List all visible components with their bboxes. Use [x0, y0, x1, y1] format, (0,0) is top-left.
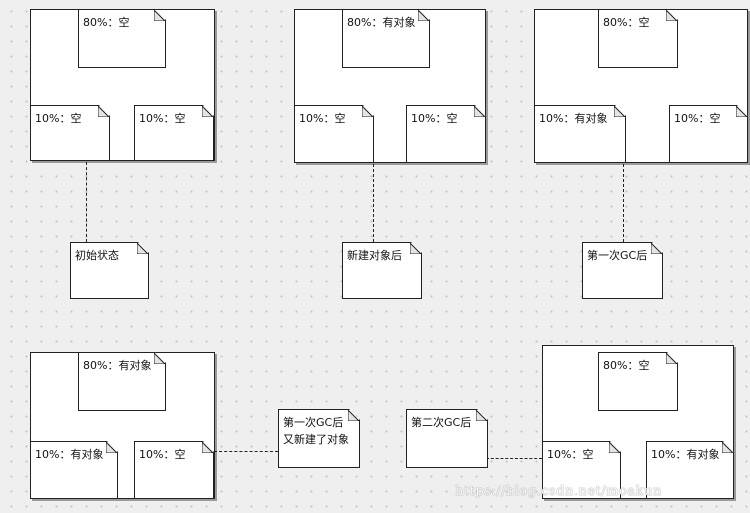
connector-3	[623, 164, 624, 242]
connector-4	[214, 451, 278, 452]
note-fold-corner	[651, 243, 662, 254]
note-fold-corner	[137, 243, 148, 254]
to-survivor-note-3: 10%：空	[669, 105, 748, 163]
eden-note-5: 80%：空	[598, 352, 678, 411]
from-survivor-note-2: 10%：空	[294, 105, 374, 163]
note-fold-corner	[476, 410, 487, 421]
to-survivor-note-4: 10%：空	[134, 441, 214, 499]
from-survivor-note-3: 10%：有对象	[534, 105, 626, 163]
caption-note-2: 新建对象后	[342, 242, 422, 299]
caption-note-1: 初始状态	[70, 242, 149, 299]
from-survivor-note-4: 10%：有对象	[30, 441, 118, 499]
caption-note-3: 第一次GC后	[582, 242, 663, 299]
eden-note-2: 80%：有对象	[342, 9, 430, 68]
eden-note-3: 80%：空	[598, 9, 678, 68]
connector-1	[86, 162, 87, 242]
note-fold-corner	[348, 410, 359, 421]
note-fold-corner	[410, 243, 421, 254]
caption-note-4: 第一次GC后 又新建了对象	[278, 409, 360, 468]
from-survivor-note-1: 10%：空	[30, 105, 110, 161]
caption-note-5: 第二次GC后	[406, 409, 488, 468]
eden-note-4: 80%：有对象	[78, 352, 166, 411]
connector-5	[486, 458, 542, 459]
to-survivor-note-5: 10%：有对象	[646, 441, 734, 499]
to-survivor-note-1: 10%：空	[134, 105, 214, 161]
connector-2	[373, 164, 374, 242]
eden-note-1: 80%：空	[78, 9, 166, 68]
to-survivor-note-2: 10%：空	[406, 105, 486, 163]
watermark: https://blog.csdn.net/moakun	[455, 484, 662, 499]
